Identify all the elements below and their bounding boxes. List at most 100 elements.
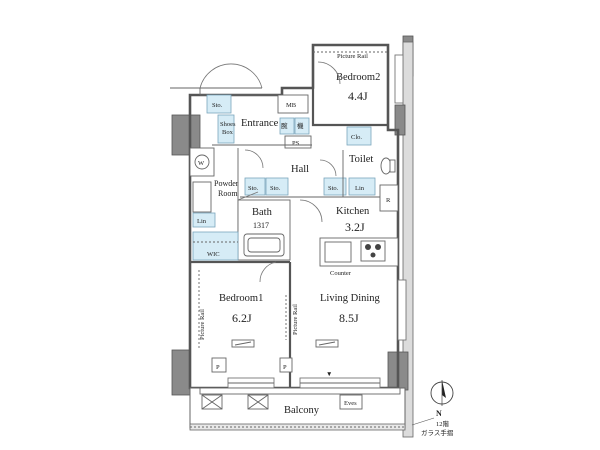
- meter-box: [277, 94, 309, 114]
- refrigerator-label: R: [386, 197, 391, 204]
- linen-powder: [192, 212, 216, 228]
- walk-in-closet: WIC: [192, 231, 239, 261]
- bedroom2-size: 4.4J: [348, 89, 368, 103]
- hall-door-swing-2: [319, 159, 337, 177]
- compass: N 12階 ガラス手摺: [411, 380, 454, 437]
- bedroom2: Picture Rail Bedroom2 4.4J Clo.: [311, 51, 404, 146]
- balcony-name: Balcony: [284, 405, 320, 416]
- kitchen-name: Kitchen: [336, 206, 370, 217]
- entry-arrow: ▼: [326, 371, 332, 378]
- entrance-area: Sto. MB Entrance Shoes Box 腕 機 PS: [199, 63, 312, 149]
- powder-room-line1: Powder: [214, 179, 239, 188]
- meter-box-label: MB: [286, 102, 297, 109]
- window-living: [397, 279, 407, 341]
- bedroom1-door-swing: [259, 261, 277, 283]
- storage-hall-1: [244, 177, 266, 196]
- aircon-bedroom1-mark: [234, 341, 252, 346]
- cooktop: [360, 240, 386, 262]
- washer-label: W: [198, 160, 205, 167]
- bath-size: 1317: [253, 221, 269, 230]
- shoes-box-line1: Shoes: [220, 121, 236, 128]
- bedroom1-size: 6.2J: [232, 311, 252, 325]
- shoes-box: [217, 114, 235, 144]
- bath-name: Bath: [252, 207, 273, 218]
- compass-note-handrail: ガラス手摺: [421, 428, 454, 437]
- pillar-p-bedroom1: [211, 357, 227, 373]
- picture-rail-bedroom1-label: Picture Rail: [199, 309, 206, 340]
- compass-leader-line: [411, 417, 435, 426]
- storage-hall-2: [265, 177, 289, 196]
- eves-label: Eves: [344, 400, 357, 407]
- powder-room: W Powder Room Lin: [189, 147, 239, 235]
- living-size: 8.5J: [339, 311, 359, 325]
- storage-hall-1-label: Sto.: [248, 185, 259, 192]
- compass-needle: [442, 380, 446, 398]
- aircon-living-mark: [318, 341, 336, 346]
- counter-label: Counter: [330, 270, 352, 277]
- pillar-p-living-label: P: [283, 364, 287, 371]
- burner-1: [365, 244, 371, 250]
- bath-door-swing: [237, 191, 259, 201]
- toilet-name: Toilet: [349, 154, 373, 165]
- linen-toilet-label: Lin: [355, 185, 365, 192]
- glass-label-1: 腕: [281, 121, 288, 130]
- living-name: Living Dining: [320, 293, 381, 304]
- cabinet-entrance-1: [279, 117, 295, 135]
- washer-drum: [194, 154, 210, 170]
- window-bedroom2: [394, 54, 404, 104]
- balcony-rail-top: [199, 387, 401, 395]
- right-exterior-wall: [402, 41, 414, 438]
- closet-bedroom2: [346, 126, 372, 146]
- toilet: Toilet Lin: [342, 150, 396, 197]
- linen-toilet: [348, 177, 376, 196]
- balcony-unit-2-x2: [247, 394, 269, 410]
- wall-column-right-mid: [394, 104, 406, 136]
- living-dining: Living Dining 8.5J P ▼: [279, 279, 407, 378]
- bedroom2-lower-wall: [311, 88, 388, 127]
- exterior-walls: [170, 35, 414, 438]
- storage-hall-3: [323, 177, 347, 196]
- picture-rail-label: Picture Rail: [337, 53, 368, 60]
- hall-name: Hall: [291, 164, 309, 175]
- wall-column-left-bottom: [171, 349, 191, 396]
- bedroom1: Picture Rail Bedroom1 6.2J P Picture Rai…: [190, 260, 299, 388]
- pillar-p-living: [279, 357, 293, 373]
- powder-room-line2: Room: [218, 189, 238, 198]
- refrigerator: [379, 184, 399, 212]
- bathtub-inner: [247, 237, 281, 253]
- pillar-p-bedroom1-label: P: [216, 364, 220, 371]
- storage-entrance: [206, 94, 232, 114]
- compass-n-label: N: [436, 409, 442, 418]
- burner-3: [370, 252, 376, 258]
- picture-rail-partition-label: Picture Rail: [292, 304, 299, 335]
- entrance-door-swing: [199, 63, 263, 89]
- storage-hall-3-label: Sto.: [328, 185, 339, 192]
- entrance-name: Entrance: [241, 118, 279, 129]
- bedroom2-door-swing: [317, 61, 341, 85]
- kitchen-size: 3.2J: [345, 220, 365, 234]
- eves-unit: [339, 394, 363, 410]
- kitchen: Kitchen 3.2J R Counter: [299, 184, 399, 277]
- balcony-windows: [227, 377, 381, 389]
- pipe-space-label: PS: [292, 140, 300, 147]
- linen-powder-label: Lin: [197, 218, 207, 225]
- vanity: [192, 181, 212, 213]
- balcony: Eves Balcony: [189, 387, 406, 431]
- wic-label: WIC: [207, 251, 220, 258]
- cabinet-entrance-2: [294, 117, 310, 135]
- toilet-tank: [389, 159, 396, 173]
- compass-note-floor: 12階: [436, 419, 450, 428]
- glass-label-2: 機: [297, 121, 304, 130]
- balcony-unit-1-x2: [201, 394, 223, 410]
- bedroom1-name: Bedroom1: [219, 293, 263, 304]
- bedroom2-name: Bedroom2: [336, 72, 380, 83]
- kitchen-sink: [324, 241, 352, 263]
- toilet-bowl: [380, 157, 392, 175]
- storage-hall-2-label: Sto.: [270, 185, 281, 192]
- closet-label: Clo.: [351, 134, 362, 141]
- burner-2: [375, 244, 381, 250]
- wic-box: [192, 231, 239, 261]
- kitchen-door-swing: [299, 199, 323, 223]
- hall-door-swing-1: [244, 149, 264, 169]
